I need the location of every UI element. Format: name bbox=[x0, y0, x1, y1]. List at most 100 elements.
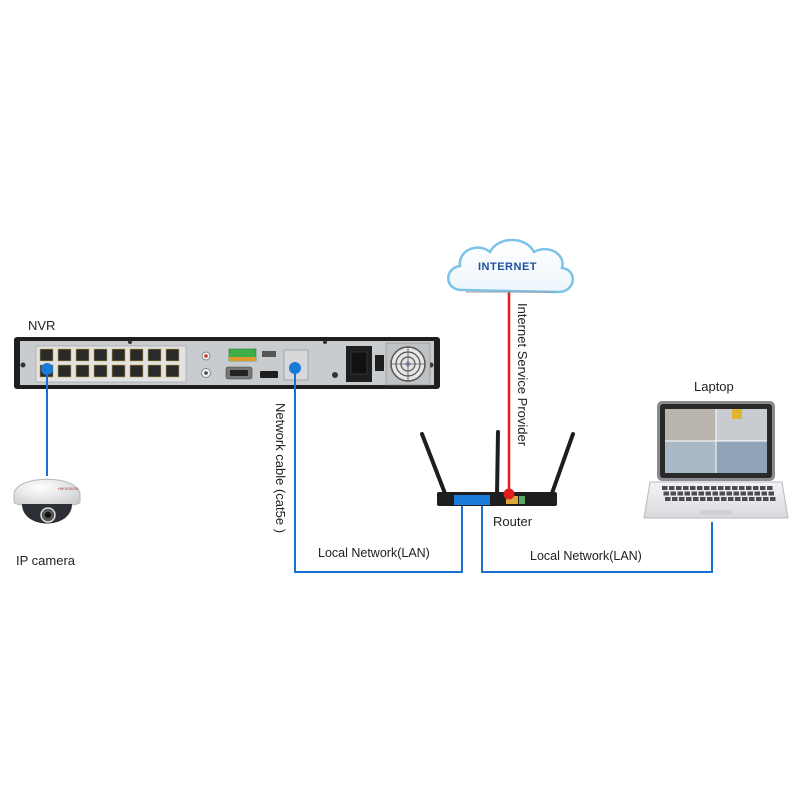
keyboard-key bbox=[740, 491, 746, 496]
keyboard-key bbox=[665, 497, 671, 501]
keyboard-key bbox=[721, 497, 727, 501]
cable-plug-nvr-camera bbox=[41, 363, 53, 375]
camera-feed-4 bbox=[716, 441, 767, 473]
keyboard-key bbox=[754, 491, 760, 496]
keyboard-key bbox=[739, 486, 745, 490]
nvr-cable-label: Network cable (cat5e ) bbox=[273, 403, 288, 534]
screw-icon bbox=[20, 362, 26, 368]
keyboard-key bbox=[686, 497, 692, 501]
keyboard-key bbox=[760, 486, 766, 490]
hdmi-port bbox=[260, 371, 278, 378]
keyboard-key bbox=[712, 491, 718, 496]
router-lan-ports bbox=[454, 495, 490, 505]
keyboard-key bbox=[693, 497, 699, 501]
keyboard-key bbox=[707, 497, 713, 501]
poe-port bbox=[111, 348, 126, 362]
cable-router-laptop bbox=[481, 503, 713, 573]
audio-in-jack-core bbox=[204, 354, 208, 358]
laptop-label: Laptop bbox=[694, 379, 734, 394]
keyboard-key bbox=[767, 486, 773, 490]
vga-port-socket bbox=[230, 370, 248, 376]
keyboard-key bbox=[700, 497, 706, 501]
keyboard-key bbox=[711, 486, 717, 490]
keyboard-key bbox=[735, 497, 741, 501]
screw-icon bbox=[323, 340, 327, 344]
poe-port bbox=[57, 364, 72, 378]
keyboard-key bbox=[679, 497, 685, 501]
keyboard-key bbox=[732, 486, 738, 490]
cable-plug-isp bbox=[503, 488, 515, 500]
router-antenna-right bbox=[549, 432, 575, 498]
keyboard-key bbox=[663, 491, 669, 496]
ground-screw-icon bbox=[332, 372, 338, 378]
keyboard-key bbox=[756, 497, 762, 501]
keyboard-key bbox=[728, 497, 734, 501]
poe-port bbox=[93, 348, 108, 362]
laptop-device bbox=[643, 401, 789, 519]
alarm-terminal-pins bbox=[229, 357, 256, 361]
router-device bbox=[420, 430, 575, 506]
camera-brand-mark: HIKVISION bbox=[58, 486, 78, 491]
camera-housing bbox=[13, 478, 81, 507]
power-inlet-socket bbox=[350, 351, 368, 375]
poe-port bbox=[75, 364, 90, 378]
keyboard-key bbox=[742, 497, 748, 501]
lan-label-router-laptop: Local Network(LAN) bbox=[530, 549, 642, 563]
audio-out-jack-core bbox=[204, 371, 208, 375]
keyboard-key bbox=[761, 491, 767, 496]
keyboard-key bbox=[691, 491, 697, 496]
keyboard-key bbox=[662, 486, 668, 490]
poe-port bbox=[165, 348, 180, 362]
ip-camera-device: HIKVISION bbox=[13, 478, 81, 524]
keyboard-key bbox=[768, 491, 774, 496]
keyboard-key bbox=[676, 486, 682, 490]
keyboard-key bbox=[683, 486, 689, 490]
keyboard-key bbox=[697, 486, 703, 490]
usb-port bbox=[262, 351, 276, 357]
keyboard-key bbox=[705, 491, 711, 496]
router-label: Router bbox=[493, 514, 533, 529]
keyboard-key bbox=[670, 491, 676, 496]
keyboard-key bbox=[753, 486, 759, 490]
screw-icon bbox=[128, 340, 132, 344]
camera-feed-3 bbox=[665, 441, 716, 473]
keyboard-key bbox=[726, 491, 732, 496]
poe-port bbox=[129, 364, 144, 378]
power-switch bbox=[375, 355, 384, 371]
laptop-keyboard bbox=[662, 486, 776, 501]
keyboard-key bbox=[714, 497, 720, 501]
router-antenna-left bbox=[420, 432, 448, 498]
keyboard-key bbox=[746, 486, 752, 490]
poe-port bbox=[129, 348, 144, 362]
keyboard-key bbox=[704, 486, 710, 490]
isp-cable-label: Internet Service Provider bbox=[515, 303, 530, 447]
poe-port bbox=[147, 348, 162, 362]
nvr-device bbox=[14, 337, 440, 389]
keyboard-key bbox=[669, 486, 675, 490]
cable-nvr-router bbox=[294, 369, 463, 573]
cloud-shape bbox=[447, 238, 574, 294]
poe-ports bbox=[39, 348, 180, 378]
keyboard-key bbox=[749, 497, 755, 501]
poe-port bbox=[75, 348, 90, 362]
keyboard-key bbox=[698, 491, 704, 496]
keyboard-key bbox=[725, 486, 731, 490]
lan-label-nvr-router: Local Network(LAN) bbox=[318, 546, 430, 560]
keyboard-key bbox=[719, 491, 725, 496]
camera-feed-1 bbox=[665, 409, 716, 441]
keyboard-key bbox=[672, 497, 678, 501]
laptop-touchpad bbox=[700, 510, 732, 515]
internet-label: INTERNET bbox=[478, 261, 537, 273]
keyboard-key bbox=[718, 486, 724, 490]
poe-port bbox=[57, 348, 72, 362]
router-antenna-middle bbox=[495, 430, 500, 498]
cables bbox=[41, 290, 713, 573]
router-wan-port bbox=[506, 496, 518, 504]
camera-lens-core bbox=[45, 512, 51, 518]
poe-port bbox=[165, 364, 180, 378]
keyboard-key bbox=[770, 497, 776, 501]
keyboard-key bbox=[747, 491, 753, 496]
poe-port bbox=[111, 364, 126, 378]
nvr-label: NVR bbox=[28, 318, 56, 333]
